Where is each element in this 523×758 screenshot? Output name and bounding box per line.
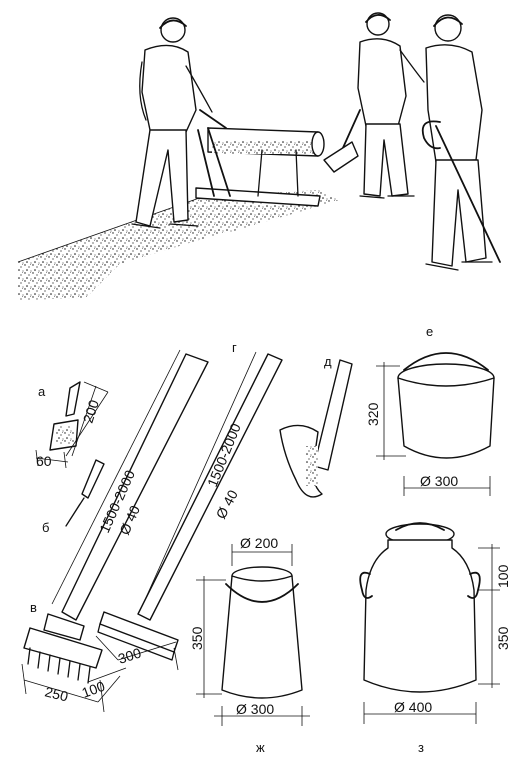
label-a: а (38, 384, 46, 399)
dim-scraper-width: 60 (36, 453, 52, 469)
label-z: з (418, 740, 424, 755)
bucket-e (376, 352, 495, 496)
dim-scraper-length: 200 (80, 398, 103, 425)
dim-bucket-zh-height: 350 (189, 626, 205, 650)
worker-with-shovel (323, 12, 425, 199)
dim-bucket-e-height: 320 (365, 402, 381, 426)
label-g: г (232, 340, 237, 355)
dim-bucket-zh-top-dia: Ø 200 (240, 535, 278, 551)
dim-bucket-e-dia: Ø 300 (420, 473, 458, 489)
worker-with-spreader (131, 17, 213, 229)
label-b: б (42, 520, 49, 535)
dim-rake-width: 300 (116, 644, 143, 667)
worker-with-rake (421, 14, 501, 271)
asphalt-spreader (195, 109, 325, 207)
dim-bucket-zh-bottom-dia: Ø 300 (236, 701, 274, 717)
tool-b-knife (65, 459, 105, 527)
label-e: е (426, 324, 433, 339)
bucket-zh (196, 544, 310, 726)
tool-d-hammer (279, 359, 353, 498)
dim-can-z-body-height: 350 (495, 626, 511, 650)
dim-brush-width: 250 (43, 683, 70, 704)
tool-v-brush (21, 349, 209, 713)
milk-can-z (359, 522, 500, 724)
dim-brush-depth: 100 (80, 678, 108, 701)
dim-can-z-neck-height: 100 (495, 564, 511, 588)
dim-can-z-dia: Ø 400 (394, 699, 432, 715)
dim-rake-handle-dia: Ø 40 (213, 487, 241, 521)
label-d: д (324, 354, 332, 369)
tool-g-rake (95, 351, 283, 671)
label-v: в (30, 600, 37, 615)
tool-a-scraper (35, 381, 109, 469)
label-zh: ж (256, 740, 265, 755)
